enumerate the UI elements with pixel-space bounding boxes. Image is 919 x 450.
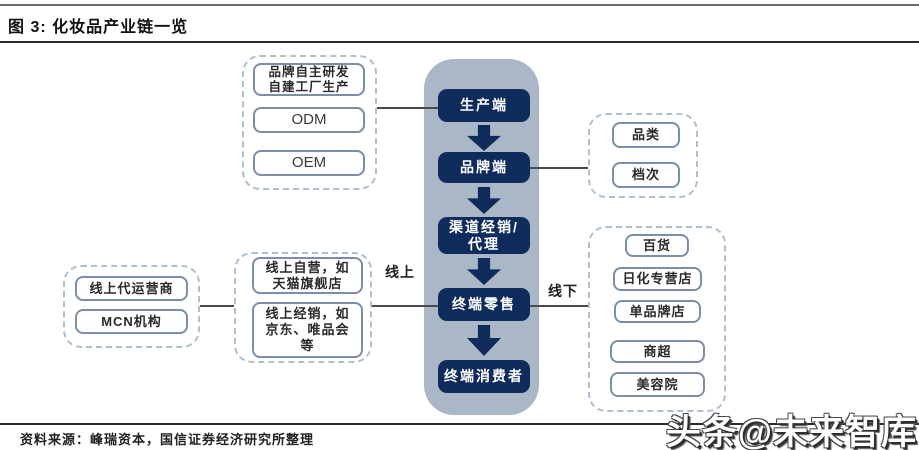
source-note: 资料来源：峰瑞资本，国信证券经济研究所整理 <box>20 432 315 447</box>
connector-online-retail <box>372 305 438 307</box>
stage-production: 生产端 <box>438 89 530 122</box>
offline-retail-item: 百货 <box>625 234 689 257</box>
offline-retail-item: 单品牌店 <box>614 300 701 323</box>
production-mode-item: OEM <box>253 150 365 176</box>
connector-online-operators <box>200 305 234 307</box>
watermark: 头条@未来智库 <box>665 413 917 450</box>
brand-dimension-item: 档次 <box>612 162 680 188</box>
stage-retail: 终端零售 <box>438 288 530 321</box>
top-rule <box>0 4 919 6</box>
offline-retail-item: 日化专营店 <box>613 267 702 291</box>
figure-title: 图 3: 化妆品产业链一览 <box>8 19 189 36</box>
production-mode-item: ODM <box>253 107 365 133</box>
online-operator-item: MCN机构 <box>75 309 188 334</box>
stage-brand: 品牌端 <box>438 152 530 183</box>
connector-offline-retail <box>530 305 588 307</box>
title-divider <box>0 41 919 43</box>
online-label: 线上 <box>385 264 415 280</box>
offline-retail-item: 商超 <box>610 340 705 363</box>
stage-distribution: 渠道经销/ 代理 <box>438 217 530 254</box>
connector-brand-dimensions <box>530 167 588 169</box>
online-operator-item: 线上代运营商 <box>75 276 188 301</box>
production-mode-item: 品牌自主研发 自建工厂生产 <box>253 63 365 96</box>
online-retail-item: 线上经销，如 京东、唯品会 等 <box>252 302 363 358</box>
stage-consumer: 终端消费者 <box>438 360 530 393</box>
connector-production-modes <box>377 107 438 109</box>
offline-label: 线下 <box>548 283 578 299</box>
online-retail-item: 线上自营，如 天猫旗舰店 <box>252 257 363 294</box>
offline-retail-item: 美容院 <box>610 372 705 397</box>
brand-dimension-item: 品类 <box>612 122 680 148</box>
bottom-rule <box>0 423 919 425</box>
